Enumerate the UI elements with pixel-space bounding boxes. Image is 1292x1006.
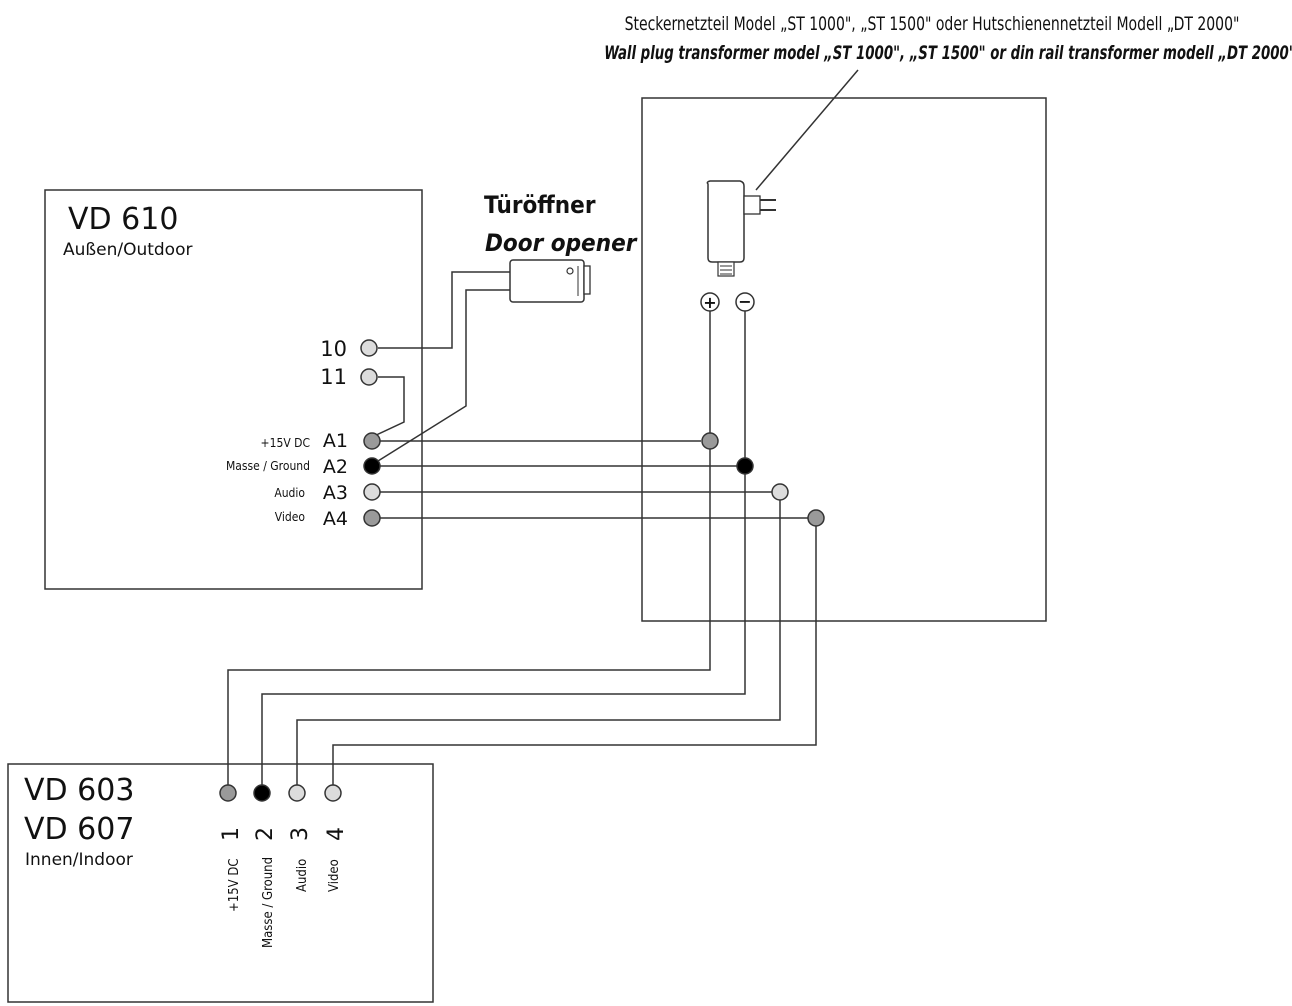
terminal-a1 bbox=[363, 432, 381, 450]
terminal-a3-desc: Audio bbox=[274, 486, 305, 500]
terminal-a2-label: A2 bbox=[323, 456, 348, 478]
door-opener-label-en: Door opener bbox=[485, 229, 638, 257]
psu-minus-label: − bbox=[738, 292, 751, 311]
terminal-a1-label: A1 bbox=[323, 430, 348, 452]
indoor-terminal-3-desc: Audio bbox=[295, 859, 310, 892]
terminal-10-label: 10 bbox=[320, 337, 347, 361]
wire-indoor-3 bbox=[296, 500, 781, 785]
indoor-terminal-3 bbox=[288, 784, 306, 802]
terminal-a3 bbox=[363, 483, 381, 501]
indoor-unit-box bbox=[7, 763, 434, 1003]
junction-audio bbox=[771, 483, 789, 501]
outdoor-subtitle: Außen/Outdoor bbox=[63, 240, 192, 260]
psu-box bbox=[641, 97, 1047, 622]
wire-indoor-2 bbox=[261, 473, 746, 785]
psu-plus-label: + bbox=[703, 293, 716, 312]
terminal-a3-label: A3 bbox=[323, 482, 348, 504]
indoor-terminal-4 bbox=[324, 784, 342, 802]
psu-note-leader bbox=[755, 69, 859, 191]
terminal-11 bbox=[360, 368, 378, 386]
junction-minus bbox=[736, 457, 754, 475]
junction-plus bbox=[701, 432, 719, 450]
terminal-10 bbox=[360, 339, 378, 357]
indoor-terminal-2-desc: Masse / Ground bbox=[261, 857, 276, 948]
terminal-a2-desc: Masse / Ground bbox=[226, 459, 310, 473]
terminal-11-label: 11 bbox=[320, 365, 347, 389]
indoor-model-1: VD 603 bbox=[24, 773, 134, 808]
indoor-terminal-4-num: 4 bbox=[324, 827, 349, 841]
indoor-terminal-3-num: 3 bbox=[288, 827, 313, 841]
wall-plug-transformer-icon bbox=[706, 180, 776, 277]
terminal-a1-desc: +15V DC bbox=[261, 436, 310, 450]
indoor-terminal-4-desc: Video bbox=[327, 859, 342, 892]
terminal-a2 bbox=[363, 457, 381, 475]
indoor-terminal-2-num: 2 bbox=[253, 827, 278, 841]
indoor-terminal-1-desc: +15V DC bbox=[227, 858, 242, 912]
indoor-model-2: VD 607 bbox=[24, 812, 134, 847]
indoor-subtitle: Innen/Indoor bbox=[25, 850, 133, 870]
outdoor-unit-box bbox=[44, 189, 423, 590]
door-opener-label-de: Türöffner bbox=[484, 191, 596, 219]
wire-indoor-4 bbox=[332, 526, 817, 785]
terminal-a4 bbox=[363, 509, 381, 527]
wire-door-opener-to-a2 bbox=[369, 289, 510, 467]
psu-note-english: Wall plug transformer model „ST 1000", „… bbox=[604, 42, 1292, 64]
terminal-a4-label: A4 bbox=[323, 508, 348, 530]
wire-bridge-11-a1 bbox=[371, 376, 405, 438]
indoor-terminal-2 bbox=[253, 784, 271, 802]
terminal-a4-desc: Video bbox=[275, 510, 306, 524]
junction-video bbox=[807, 509, 825, 527]
indoor-terminal-1-num: 1 bbox=[219, 827, 244, 841]
indoor-terminal-1 bbox=[219, 784, 237, 802]
wire-indoor-1 bbox=[227, 449, 711, 785]
door-opener-icon bbox=[509, 259, 591, 303]
psu-note-german: Steckernetzteil Model „ST 1000", „ST 150… bbox=[625, 14, 1240, 36]
wire-door-opener-to-10 bbox=[378, 271, 510, 349]
outdoor-model: VD 610 bbox=[68, 202, 178, 237]
